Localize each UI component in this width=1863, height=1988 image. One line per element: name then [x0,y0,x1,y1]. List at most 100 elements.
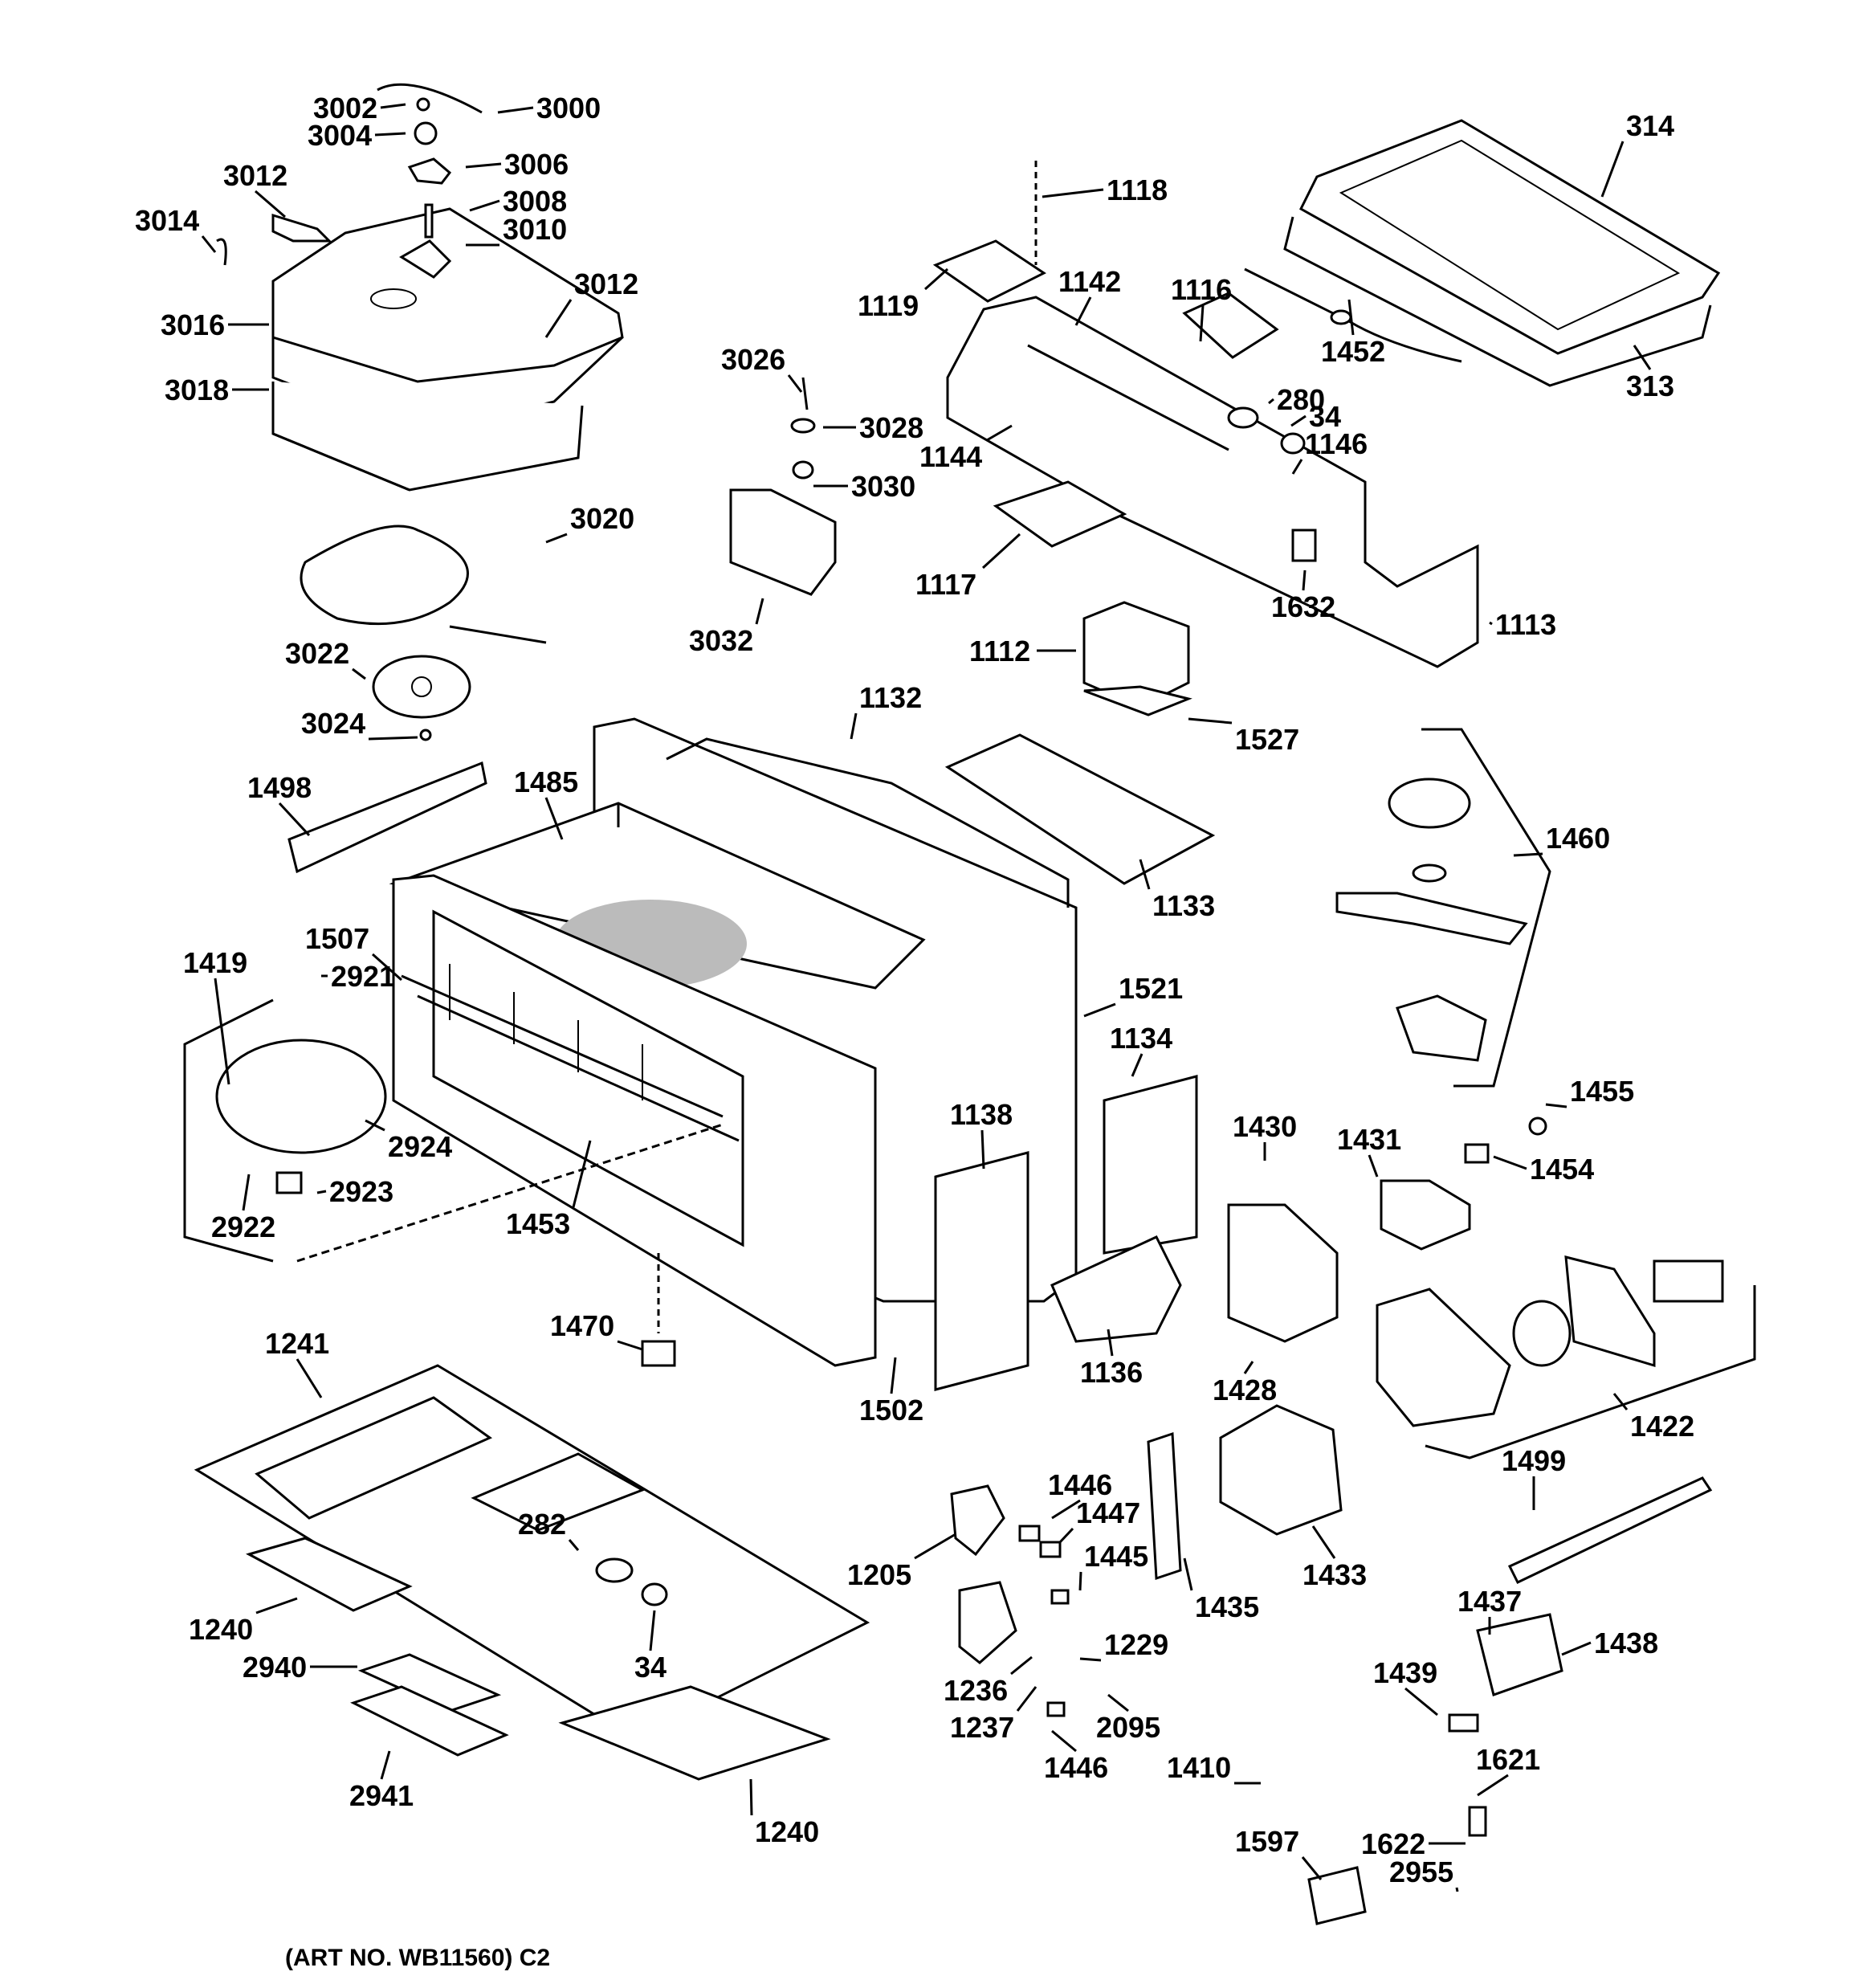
panel-1134 [1103,1075,1198,1255]
leader-line-1446 [1051,1729,1077,1753]
part-label-1507: 1507 [305,922,369,955]
leader-lines [201,103,1652,1892]
part-label-3012: 3012 [574,267,638,300]
part-label-1438: 1438 [1594,1627,1658,1659]
part-label-1419: 1419 [183,946,247,979]
part-label-1142: 1142 [1058,265,1121,298]
part-label-3000: 3000 [536,92,601,125]
convection-cover-3018 [271,382,584,492]
part-label-3020: 3020 [570,502,634,535]
part-label-1485: 1485 [514,765,578,798]
leader-line-1240 [255,1597,298,1614]
heating-element-3020 [300,525,547,644]
leader-line-3008 [469,199,500,212]
leader-line-1237 [1016,1686,1037,1712]
part-label-314: 314 [1626,109,1674,142]
part-label-1428: 1428 [1213,1374,1277,1406]
part-label-1435: 1435 [1195,1590,1259,1623]
part-label-3002: 3002 [313,92,377,125]
part-label-1460: 1460 [1546,822,1610,855]
part-label-1446: 1446 [1044,1751,1108,1784]
part-label-3006: 3006 [504,148,569,181]
part-label-3018: 3018 [165,374,229,406]
part-label-1236: 1236 [944,1674,1008,1707]
part-label-3016: 3016 [161,308,225,341]
part-label-2924: 2924 [388,1130,452,1163]
part-label-3010: 3010 [503,213,567,246]
part-label-1455: 1455 [1570,1075,1634,1108]
duct-1136 [1050,1235,1182,1343]
leader-line-1521 [1083,1002,1116,1018]
waveguide-1112 [1082,601,1192,716]
part-label-1446: 1446 [1048,1468,1112,1501]
leader-line-1205 [914,1533,956,1560]
leader-line-1439 [1404,1687,1438,1717]
part-label-2921: 2921 [331,960,395,993]
part-label-1447: 1447 [1076,1496,1140,1529]
leader-line-1236 [1010,1655,1033,1676]
leader-line-1134 [1131,1053,1143,1077]
leader-line-1527 [1188,717,1233,725]
part-label-1146: 1146 [1305,427,1368,460]
part-label-2940: 2940 [243,1651,307,1684]
art-number: (ART NO. WB11560) C2 [285,1945,550,1971]
leader-line-1507 [372,953,402,982]
part-label-1632: 1632 [1271,590,1335,623]
bracket-1499 [1507,1476,1713,1584]
part-label-1240: 1240 [755,1815,819,1848]
leader-line-1240 [749,1778,753,1816]
part-label-1470: 1470 [550,1309,614,1342]
switch-holders-1205 [950,1484,1017,1664]
leader-line-3012 [544,299,573,338]
leader-line-3000 [497,106,534,114]
leader-line-1446 [1051,1499,1081,1520]
part-label-3012: 3012 [223,159,287,192]
part-label-1622: 1622 [1361,1827,1425,1860]
leader-line-1144 [986,424,1013,442]
leader-line-1453 [572,1140,592,1208]
part-label-1136: 1136 [1080,1356,1143,1389]
leader-line-2923 [316,1190,327,1194]
leader-line-2941 [380,1750,391,1780]
oven-rack-1507 [401,964,740,1142]
interlock-switches [1018,1525,1070,1717]
leader-line-1431 [1368,1154,1379,1178]
leader-line-1117 [981,533,1021,569]
capacitor-1438 [1476,1613,1563,1696]
part-label-1229: 1229 [1104,1628,1168,1661]
leader-line-1485 [544,797,564,840]
part-label-2941: 2941 [349,1779,414,1812]
convection-fan-3022 [372,655,471,741]
leader-line-1452 [1347,299,1355,336]
leader-line-3022 [352,667,366,680]
part-label-1621: 1621 [1476,1743,1540,1776]
shield-1435 [1147,1431,1182,1581]
control-bracket-1113 [932,161,1479,668]
air-duct-1431 [1380,1179,1471,1251]
leader-line-1445 [1078,1571,1082,1591]
leader-line-1502 [890,1357,897,1394]
bulb-282-socket-34 [595,1557,668,1606]
bulb-and-socket [1227,406,1306,455]
cover-1133 [944,733,1216,885]
part-label-1240: 1240 [189,1613,253,1646]
damper-assembly [729,377,837,596]
leader-line-1133 [1139,859,1151,890]
part-label-1430: 1430 [1233,1110,1297,1143]
part-label-1132: 1132 [859,681,922,714]
part-label-1437: 1437 [1457,1585,1522,1618]
leader-line-1435 [1183,1557,1193,1591]
leader-line-1428 [1243,1361,1254,1374]
part-label-1521: 1521 [1119,972,1183,1005]
part-label-1422: 1422 [1630,1410,1694,1443]
leader-line-282 [568,1539,580,1551]
leader-line-3032 [755,598,764,625]
part-label-3014: 3014 [135,204,199,237]
leader-line-1470 [617,1340,643,1351]
part-label-3008: 3008 [503,185,567,218]
part-label-1116: 1116 [1171,273,1232,306]
leader-line-1142 [1074,296,1092,326]
part-label-1133: 1133 [1152,889,1215,922]
part-label-1241: 1241 [265,1327,329,1360]
